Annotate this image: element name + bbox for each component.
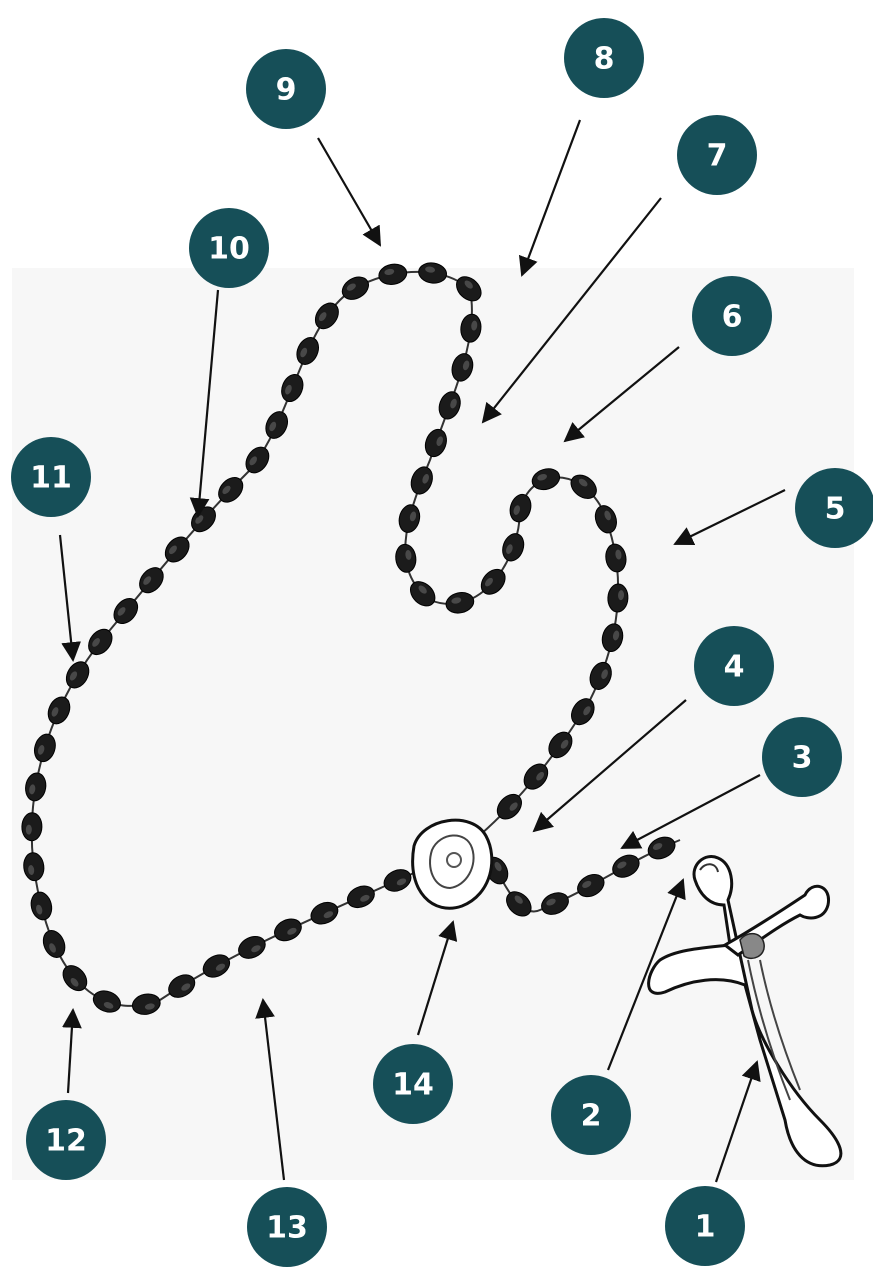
marker-13: 13: [247, 1187, 327, 1267]
marker-9: 9: [246, 49, 326, 129]
centerpiece-medal-icon: [413, 820, 492, 908]
svg-text:14: 14: [392, 1068, 434, 1103]
marker-1: 1: [665, 1186, 745, 1266]
marker-8: 8: [564, 18, 644, 98]
marker-4: 4: [694, 626, 774, 706]
svg-text:5: 5: [825, 492, 846, 527]
svg-text:4: 4: [724, 650, 745, 685]
svg-text:2: 2: [581, 1099, 602, 1134]
photo-backdrop: [12, 268, 854, 1180]
svg-text:9: 9: [276, 73, 297, 108]
svg-text:1: 1: [695, 1210, 716, 1245]
svg-text:12: 12: [45, 1124, 87, 1159]
marker-2: 2: [551, 1075, 631, 1155]
svg-text:3: 3: [792, 741, 813, 776]
svg-text:7: 7: [707, 139, 728, 174]
marker-12: 12: [26, 1100, 106, 1180]
marker-6: 6: [692, 276, 772, 356]
svg-text:10: 10: [208, 232, 250, 267]
arrow-8: [522, 120, 580, 275]
rosary-bead: [22, 812, 43, 841]
svg-text:6: 6: [722, 300, 743, 335]
marker-7: 7: [677, 115, 757, 195]
svg-text:11: 11: [30, 461, 72, 496]
marker-3: 3: [762, 717, 842, 797]
arrow-9: [318, 138, 380, 245]
svg-text:13: 13: [266, 1211, 308, 1246]
marker-5: 5: [795, 468, 873, 548]
marker-11: 11: [11, 437, 91, 517]
marker-14: 14: [373, 1044, 453, 1124]
svg-text:8: 8: [594, 42, 615, 77]
marker-10: 10: [189, 208, 269, 288]
